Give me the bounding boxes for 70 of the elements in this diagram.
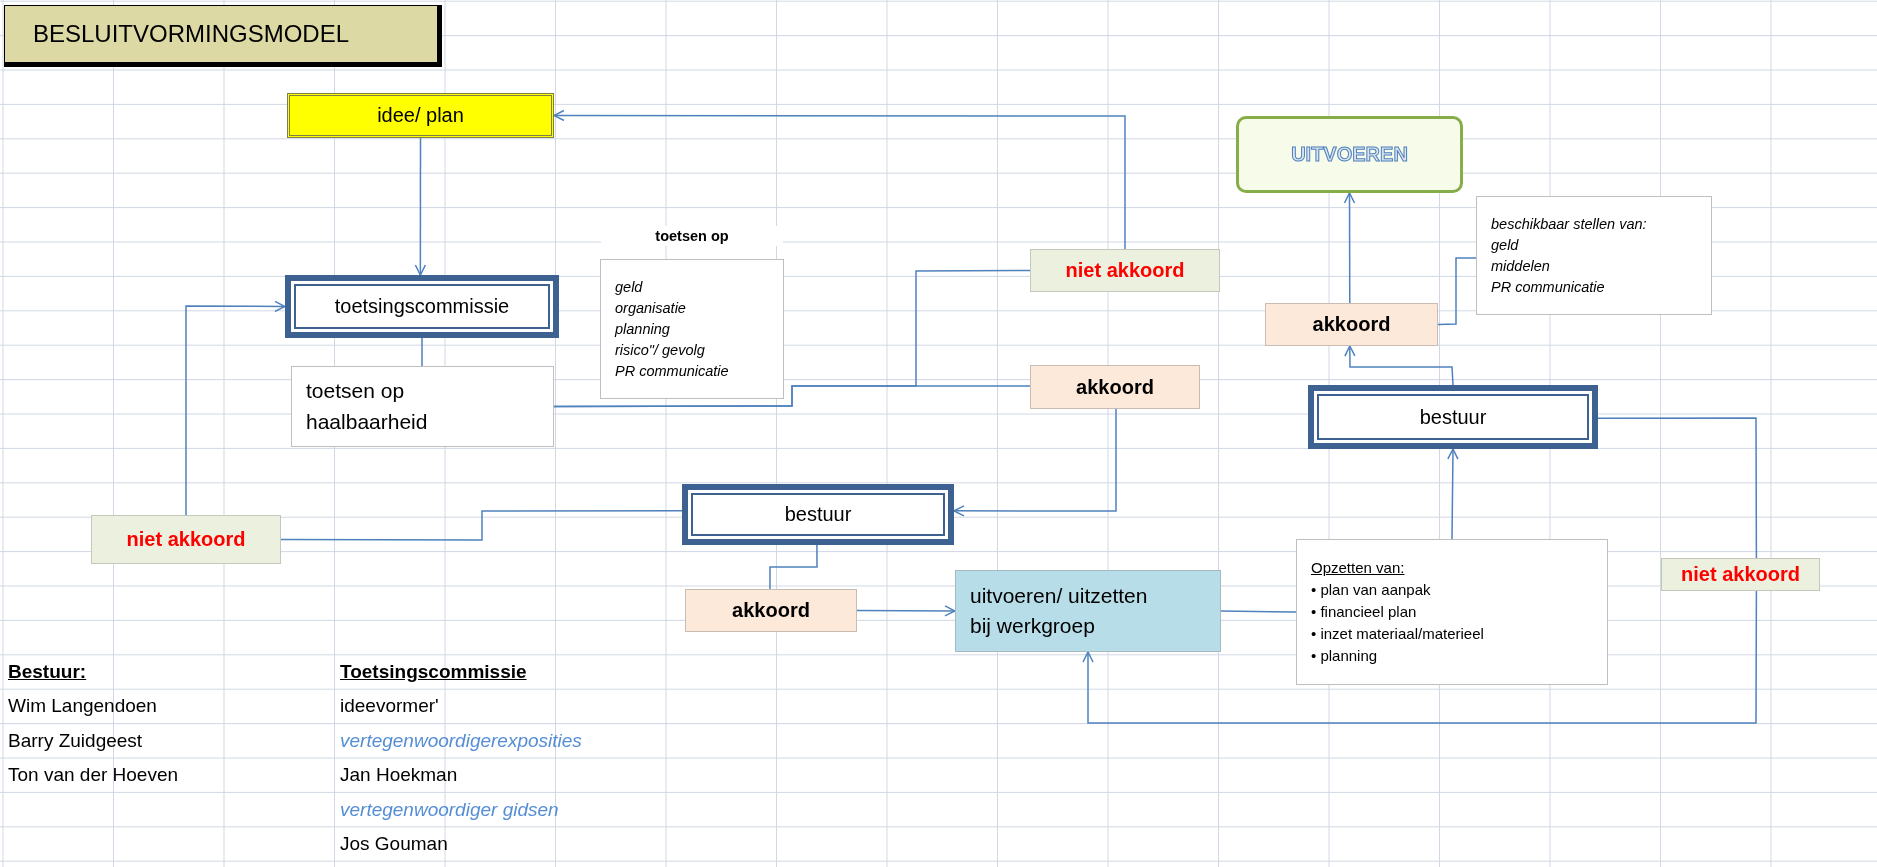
box-label: toetsen op haalbaarheid [306,378,429,435]
table-header: Toetsingscommissie [340,661,527,683]
process-box [955,570,1221,652]
process-box [682,484,954,545]
box-label: akkoord [1076,374,1154,400]
decision-box [1265,303,1438,346]
arrow [414,137,427,276]
note-box [1296,539,1608,685]
note-box [1476,196,1712,315]
connector-line [1220,610,1297,613]
list-item: risico"/ gevolg [615,340,705,360]
table-cell-text: vertegenwoordiger gidsen [340,798,559,821]
box-label: toetsingscommissie [334,294,510,319]
box-label: niet akkoord [126,527,246,552]
arrow [953,408,1117,517]
connector-line [280,510,683,541]
list-item: organisatie [615,298,686,318]
box-label: bestuur [1419,404,1487,430]
arrow [185,300,286,516]
table-cell-text: Jan Hoekman [340,764,458,787]
arrow [1082,590,1758,724]
table-cell-text: vertegenwoordigerexposities [340,729,582,752]
box-label: niet akkoord [1065,258,1185,283]
connector-line [769,544,818,590]
process-box [291,366,554,447]
decision-box [1030,365,1200,409]
process-box [1308,385,1598,449]
table-cell-text: Wim Langendoen [8,695,157,718]
box-label: akkoord [732,598,810,623]
arrow [1343,192,1356,304]
table-cell-text: Barry Zuidgeest [8,729,143,752]
process-box [287,93,554,138]
arrow [553,109,1126,250]
connector-line [1437,257,1477,326]
list-item: PR communicatie [1491,277,1605,297]
list-item: • plan van aanpak [1311,580,1432,600]
box-label: bestuur [784,502,852,527]
list-item: PR communicatie [615,361,729,381]
goal-box [1236,116,1463,193]
box-label: idee/ plan [377,103,464,128]
note-heading: toetsen op [601,226,783,246]
list-item: • financieel plan [1311,602,1418,622]
table-cell-text: Jos Gouman [340,833,448,855]
list-item: planning [615,319,670,339]
arrow [1344,345,1454,386]
list-item: geld [1491,235,1519,255]
list-item: geld [615,277,643,297]
table-header: Bestuur: [8,661,87,683]
box-label: niet akkoord [1681,562,1800,587]
title: BESLUITVORMINGSMODEL [33,20,350,48]
decision-box [91,515,281,564]
list-item: • planning [1311,646,1379,666]
decision-box [685,589,857,632]
arrow [1447,448,1459,540]
box-label: akkoord [1312,312,1391,337]
arrow [856,605,956,617]
process-box [285,275,559,338]
decision-box [1030,249,1220,292]
decision-box [1661,558,1820,591]
connector-line [553,385,1031,408]
list-heading: Opzetten van: [1311,558,1406,578]
list-item: beschikbaar stellen van: [1491,214,1647,234]
goal-label: UITVOEREN [1291,142,1408,167]
connector-line [1597,417,1758,559]
table-cell-text: Ton van der Hoeven [8,764,179,787]
table-cell-text: ideevormer' [340,695,439,718]
list-item: middelen [1491,256,1550,276]
box-label: uitvoeren/ uitzetten bij werkgroep [970,582,1149,639]
list-item: • inzet materiaal/materieel [1311,624,1485,644]
connector-line [421,337,423,367]
